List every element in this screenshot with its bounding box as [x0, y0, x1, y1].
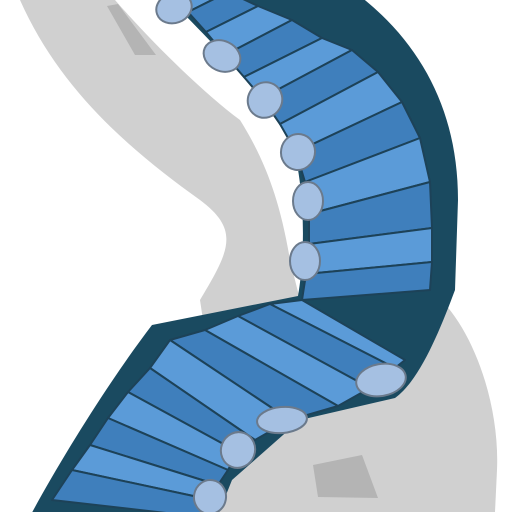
baluster-post	[292, 181, 324, 221]
stair-step	[51, 469, 213, 512]
baluster-post	[256, 405, 308, 435]
baluster-post	[279, 133, 317, 171]
shadow-patch-bottom	[313, 455, 378, 498]
baluster-post	[219, 431, 257, 469]
baluster-post	[155, 0, 193, 25]
stair-steps	[32, 0, 458, 512]
baluster-post	[246, 81, 284, 119]
shadow-patch-top	[107, 4, 156, 55]
stair-step	[301, 261, 433, 301]
baluster-post	[355, 362, 407, 398]
baluster-post	[289, 241, 321, 281]
baluster-post	[202, 39, 242, 73]
baluster-post	[192, 479, 228, 512]
baluster-posts	[155, 0, 407, 512]
